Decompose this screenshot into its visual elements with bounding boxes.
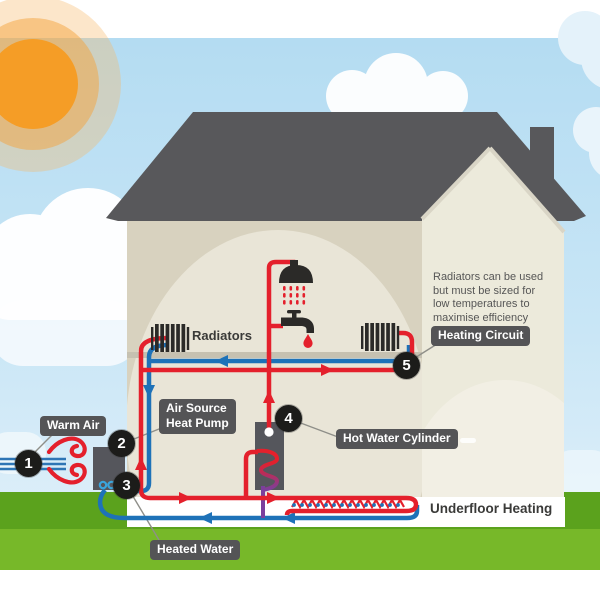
label-hot-water-cylinder: Hot Water Cylinder (336, 429, 458, 449)
label-air-source-heat-pump: Air Source Heat Pump (159, 399, 236, 434)
warm-air-swirl-icon (46, 436, 87, 485)
red-flow-arrows (135, 364, 334, 504)
radiators-label: Radiators (192, 328, 252, 343)
label-warm-air: Warm Air (40, 416, 107, 436)
drip-icon (303, 334, 313, 349)
radiator-icon (151, 324, 190, 352)
underfloor-coil-dots (292, 503, 400, 507)
chimney (530, 127, 554, 205)
marker-5: 5 (393, 352, 420, 379)
radiator-icon (361, 323, 400, 351)
underfloor-coil-icon (291, 497, 405, 510)
shower-icon (279, 260, 313, 305)
coil-icon (256, 448, 280, 492)
radiator-note: Radiators can be used but must be sized … (433, 271, 553, 325)
label-heated-water: Heated Water (150, 540, 241, 560)
marker-1: 1 (15, 450, 42, 477)
note-line: Radiators can be used (433, 271, 544, 283)
ceiling-line (127, 352, 422, 358)
underfloor-heating-label: Underfloor Heating (430, 501, 553, 516)
marker-3: 3 (113, 472, 140, 499)
label-heating-circuit: Heating Circuit (431, 326, 531, 346)
blue-flow-arrows (143, 355, 295, 524)
marker-2: 2 (108, 430, 135, 457)
sun-icon (0, 0, 121, 172)
cylinder-port (264, 427, 274, 437)
note-line: low temperatures to (433, 298, 530, 311)
note-line: maximise efficiency (433, 311, 529, 324)
shower-spray (283, 286, 306, 305)
grass-bright-band (0, 529, 600, 570)
marker-4: 4 (275, 405, 302, 432)
tap-icon (281, 310, 314, 349)
cloud-icon-top (326, 53, 468, 122)
note-line: but must be sized for (433, 284, 536, 297)
